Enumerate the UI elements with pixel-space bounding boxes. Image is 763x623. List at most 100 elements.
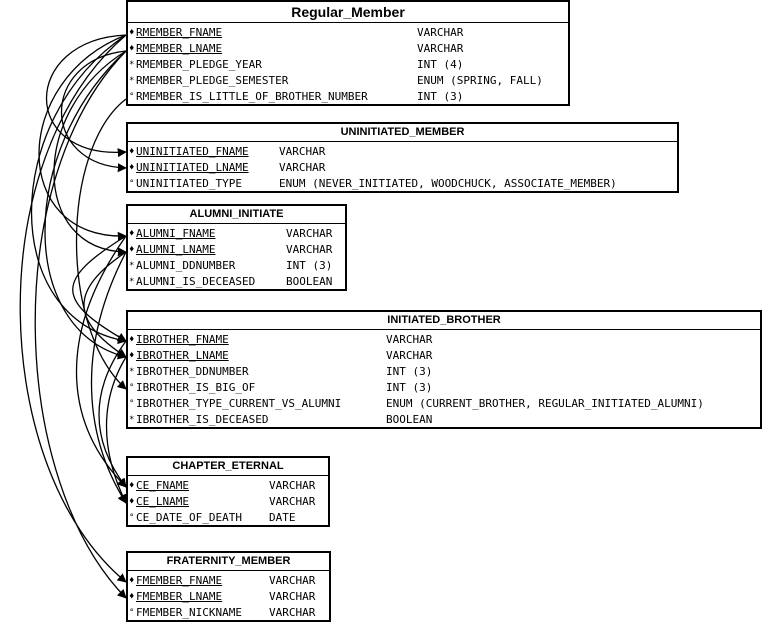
attribute-row: ♦ CE_LNAME VARCHAR xyxy=(128,494,328,510)
entity-fraternity-member[interactable]: FRATERNITY_MEMBER ♦ FMEMBER_FNAME VARCHA… xyxy=(126,551,331,622)
relationship-line xyxy=(38,34,127,241)
attribute-name: RMEMBER_PLEDGE_SEMESTER xyxy=(136,74,289,87)
attribute-row: ° IBROTHER_TYPE_CURRENT_VS_ALUMNI ENUM (… xyxy=(128,396,760,412)
attribute-name: FMEMBER_LNAME xyxy=(136,590,223,603)
primary-key-marker-icon: ♦ xyxy=(129,481,135,491)
mandatory-marker-icon: * xyxy=(129,76,135,86)
attribute-type: VARCHAR xyxy=(269,606,316,619)
attribute-row: ° IBROTHER_IS_BIG_OF INT (3) xyxy=(128,380,760,396)
primary-key-marker-icon: ♦ xyxy=(129,351,135,361)
entity-title: UNINITIATED_MEMBER xyxy=(128,124,677,142)
primary-key-marker-icon: ♦ xyxy=(129,163,135,173)
attribute-name: IBROTHER_FNAME xyxy=(136,333,229,346)
relationship-line xyxy=(34,50,127,599)
attribute-row: ♦ CE_FNAME VARCHAR xyxy=(128,478,328,494)
attribute-row: ♦ RMEMBER_LNAME VARCHAR xyxy=(128,41,568,57)
entity-title: CHAPTER_ETERNAL xyxy=(128,458,328,476)
attribute-type: VARCHAR xyxy=(417,26,464,39)
entity-regular-member[interactable]: Regular_Member ♦ RMEMBER_FNAME VARCHAR ♦… xyxy=(126,0,570,106)
optional-marker-icon: ° xyxy=(129,608,135,618)
attribute-name: UNINITIATED_FNAME xyxy=(136,145,249,158)
attribute-name: CE_LNAME xyxy=(136,495,189,508)
attribute-type: INT (4) xyxy=(417,58,464,71)
relationship-line xyxy=(19,34,127,583)
attribute-name: FMEMBER_FNAME xyxy=(136,574,223,587)
mandatory-marker-icon: * xyxy=(129,415,135,425)
attribute-type: BOOLEAN xyxy=(386,413,433,426)
attribute-row: ♦ IBROTHER_FNAME VARCHAR xyxy=(128,332,760,348)
attribute-row: ♦ ALUMNI_FNAME VARCHAR xyxy=(128,226,345,242)
attribute-row: ° CE_DATE_OF_DEATH DATE xyxy=(128,510,328,526)
entity-title: Regular_Member xyxy=(128,2,568,23)
optional-marker-icon: ° xyxy=(129,179,135,189)
attribute-row: * RMEMBER_PLEDGE_SEMESTER ENUM (SPRING, … xyxy=(128,73,568,89)
attribute-type: ENUM (SPRING, FALL) xyxy=(417,74,543,87)
optional-marker-icon: ° xyxy=(129,399,135,409)
attribute-name: ALUMNI_LNAME xyxy=(136,243,216,256)
attribute-name: RMEMBER_LNAME xyxy=(136,42,223,55)
entity-initiated-brother[interactable]: INITIATED_BROTHER ♦ IBROTHER_FNAME VARCH… xyxy=(126,310,762,429)
attribute-name: ALUMNI_DDNUMBER xyxy=(136,259,236,272)
entity-chapter-eternal[interactable]: CHAPTER_ETERNAL ♦ CE_FNAME VARCHAR ♦ CE_… xyxy=(126,456,330,527)
attribute-name: IBROTHER_IS_DECEASED xyxy=(136,413,269,426)
optional-marker-icon: ° xyxy=(129,383,135,393)
attribute-type: INT (3) xyxy=(386,381,433,394)
attribute-type: VARCHAR xyxy=(286,227,333,240)
relationship-line xyxy=(72,235,127,342)
attribute-type: VARCHAR xyxy=(386,333,433,346)
relationship-line xyxy=(30,34,127,345)
attribute-row: ♦ FMEMBER_LNAME VARCHAR xyxy=(128,589,329,605)
primary-key-marker-icon: ♦ xyxy=(129,147,135,157)
entity-title: ALUMNI_INITIATE xyxy=(128,206,345,224)
attribute-type: VARCHAR xyxy=(386,349,433,362)
primary-key-marker-icon: ♦ xyxy=(129,576,135,586)
primary-key-marker-icon: ♦ xyxy=(129,44,135,54)
entity-title: FRATERNITY_MEMBER xyxy=(128,553,329,571)
attribute-row: * IBROTHER_DDNUMBER INT (3) xyxy=(128,364,760,380)
attribute-type: DATE xyxy=(269,511,296,524)
attribute-type: VARCHAR xyxy=(269,495,316,508)
attribute-name: CE_DATE_OF_DEATH xyxy=(136,511,242,524)
entity-alumni-initiate[interactable]: ALUMNI_INITIATE ♦ ALUMNI_FNAME VARCHAR ♦… xyxy=(126,204,347,291)
attribute-type: VARCHAR xyxy=(279,161,326,174)
primary-key-marker-icon: ♦ xyxy=(129,245,135,255)
attribute-type: VARCHAR xyxy=(286,243,333,256)
primary-key-marker-icon: ♦ xyxy=(129,335,135,345)
attribute-name: ALUMNI_IS_DECEASED xyxy=(136,275,256,288)
attribute-list: ♦ IBROTHER_FNAME VARCHAR ♦ IBROTHER_LNAM… xyxy=(128,330,760,428)
attribute-name: IBROTHER_TYPE_CURRENT_VS_ALUMNI xyxy=(136,397,342,410)
entity-uninitiated-member[interactable]: UNINITIATED_MEMBER ♦ UNINITIATED_FNAME V… xyxy=(126,122,679,193)
attribute-name: CE_FNAME xyxy=(136,479,189,492)
attribute-type: INT (3) xyxy=(286,259,333,272)
attribute-row: ° RMEMBER_IS_LITTLE_OF_BROTHER_NUMBER IN… xyxy=(128,89,568,105)
primary-key-marker-icon: ♦ xyxy=(129,229,135,239)
attribute-type: VARCHAR xyxy=(269,590,316,603)
attribute-row: * ALUMNI_IS_DECEASED BOOLEAN xyxy=(128,274,345,290)
attribute-type: VARCHAR xyxy=(417,42,464,55)
attribute-row: ° FMEMBER_NICKNAME VARCHAR xyxy=(128,605,329,621)
attribute-row: ♦ ALUMNI_LNAME VARCHAR xyxy=(128,242,345,258)
attribute-name: IBROTHER_DDNUMBER xyxy=(136,365,249,378)
entity-title: INITIATED_BROTHER xyxy=(128,312,760,330)
attribute-row: ♦ UNINITIATED_FNAME VARCHAR xyxy=(128,144,677,160)
attribute-row: * RMEMBER_PLEDGE_YEAR INT (4) xyxy=(128,57,568,73)
attribute-list: ♦ FMEMBER_FNAME VARCHAR ♦ FMEMBER_LNAME … xyxy=(128,571,329,621)
attribute-row: ♦ RMEMBER_FNAME VARCHAR xyxy=(128,25,568,41)
mandatory-marker-icon: * xyxy=(129,367,135,377)
primary-key-marker-icon: ♦ xyxy=(129,28,135,38)
relationship-line xyxy=(83,251,127,358)
attribute-name: UNINITIATED_TYPE xyxy=(136,177,242,190)
attribute-type: ENUM (CURRENT_BROTHER, REGULAR_INITIATED… xyxy=(386,397,704,410)
attribute-name: ALUMNI_FNAME xyxy=(136,227,216,240)
relationship-line xyxy=(105,356,127,504)
attribute-name: UNINITIATED_LNAME xyxy=(136,161,249,174)
attribute-row: ♦ IBROTHER_LNAME VARCHAR xyxy=(128,348,760,364)
attribute-row: ♦ FMEMBER_FNAME VARCHAR xyxy=(128,573,329,589)
primary-key-marker-icon: ♦ xyxy=(129,592,135,602)
relationship-line xyxy=(46,34,127,158)
attribute-list: ♦ ALUMNI_FNAME VARCHAR ♦ ALUMNI_LNAME VA… xyxy=(128,224,345,290)
attribute-name: RMEMBER_IS_LITTLE_OF_BROTHER_NUMBER xyxy=(136,90,368,103)
mandatory-marker-icon: * xyxy=(129,277,135,287)
